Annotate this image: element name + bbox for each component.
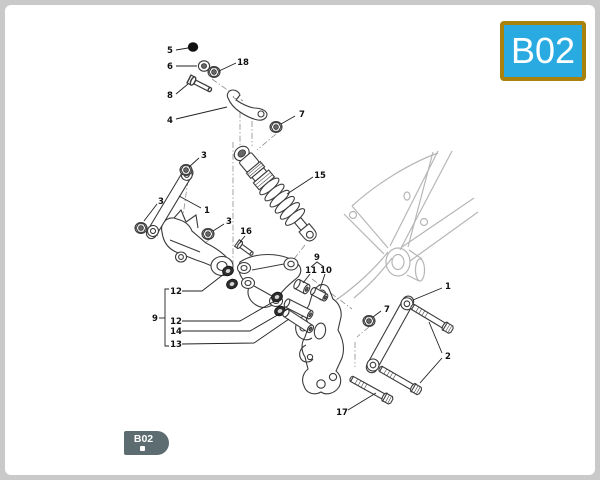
rocker-link-drawing bbox=[236, 253, 302, 308]
part-number-label: 11 bbox=[305, 266, 317, 276]
callout-group-bracket bbox=[310, 261, 325, 268]
frame-bracket-drawing bbox=[161, 208, 234, 277]
callout-leader bbox=[182, 273, 225, 292]
callout-leader bbox=[182, 308, 289, 332]
nut-18-drawing bbox=[208, 67, 220, 78]
shock-absorber-drawing bbox=[233, 145, 317, 242]
part-number-label: 4 bbox=[167, 116, 173, 126]
cap-5-drawing bbox=[187, 42, 199, 52]
callout-group-bracket bbox=[164, 288, 169, 347]
part-number-label: 2 bbox=[445, 352, 451, 362]
callout-group-bracket bbox=[419, 357, 443, 384]
callout-leader bbox=[175, 106, 228, 120]
callout-leader bbox=[143, 203, 158, 222]
part-number-label: 9 bbox=[314, 253, 320, 263]
footrest-bracket-drawing bbox=[295, 284, 344, 395]
bolt-16-drawing bbox=[234, 239, 256, 259]
part-number-label: 3 bbox=[158, 197, 164, 207]
callout-leader bbox=[175, 83, 189, 95]
nut-3b-drawing bbox=[135, 223, 147, 234]
callout-leader bbox=[181, 318, 290, 345]
callout-leader bbox=[178, 195, 202, 209]
callout-leader bbox=[188, 157, 200, 168]
part-number-label: 9 bbox=[152, 314, 158, 324]
part-number-label: 1 bbox=[204, 206, 210, 216]
badge-page-icon bbox=[140, 446, 145, 451]
part-number-label: 16 bbox=[240, 227, 252, 237]
centerlines bbox=[145, 78, 370, 367]
part-number-label: 5 bbox=[167, 46, 173, 56]
part-number-label: 6 bbox=[167, 62, 173, 72]
part-number-label: 10 bbox=[320, 266, 332, 276]
catalog-page bbox=[5, 5, 595, 475]
nut-7-top-drawing bbox=[270, 122, 282, 133]
link-rod-right-drawing bbox=[365, 295, 415, 374]
callout-leader bbox=[319, 273, 326, 290]
part-number-label: 7 bbox=[299, 110, 305, 120]
callout-leader bbox=[286, 176, 314, 195]
part-number-label: 1 bbox=[445, 282, 451, 292]
bolt-2b-drawing bbox=[376, 363, 424, 397]
part-number-label: 12 bbox=[170, 287, 182, 297]
callout-leader bbox=[280, 115, 296, 125]
part-number-label: 7 bbox=[384, 305, 390, 315]
callout-leader bbox=[182, 301, 274, 322]
callout-leader bbox=[212, 223, 225, 232]
part-number-label: 13 bbox=[170, 340, 182, 350]
part-number-label: 3 bbox=[226, 217, 232, 227]
badge-label: B02 bbox=[133, 433, 154, 445]
callout-leader bbox=[302, 273, 311, 284]
callout-leader bbox=[372, 310, 382, 318]
swingarm-ghost-drawing bbox=[335, 150, 479, 301]
part-number-label: 12 bbox=[170, 317, 182, 327]
section-code-box[interactable]: B02 bbox=[500, 21, 586, 81]
part-number-label: 15 bbox=[314, 171, 326, 181]
part-number-label: 17 bbox=[336, 408, 348, 418]
callout-leader bbox=[412, 287, 443, 301]
section-badge[interactable]: B02 bbox=[124, 431, 169, 455]
part-number-label: 3 bbox=[201, 151, 207, 161]
callout-leader bbox=[218, 62, 237, 72]
bolt-17-drawing bbox=[347, 373, 395, 406]
part-number-label: 8 bbox=[167, 91, 173, 101]
clevis-4-drawing bbox=[226, 89, 268, 121]
nut-3c-drawing bbox=[202, 229, 214, 240]
bushing-spacer-drawing bbox=[293, 278, 329, 302]
washer-6-drawing bbox=[197, 60, 211, 72]
callout-group-bracket bbox=[428, 321, 443, 354]
part-number-label: 18 bbox=[237, 58, 249, 68]
part-number-label: 14 bbox=[170, 327, 182, 337]
bolt-8-drawing bbox=[186, 74, 214, 95]
callout-leader bbox=[175, 47, 189, 51]
callout-leader bbox=[347, 392, 377, 411]
callout-leader bbox=[239, 235, 246, 243]
section-code-label: B02 bbox=[510, 30, 576, 71]
